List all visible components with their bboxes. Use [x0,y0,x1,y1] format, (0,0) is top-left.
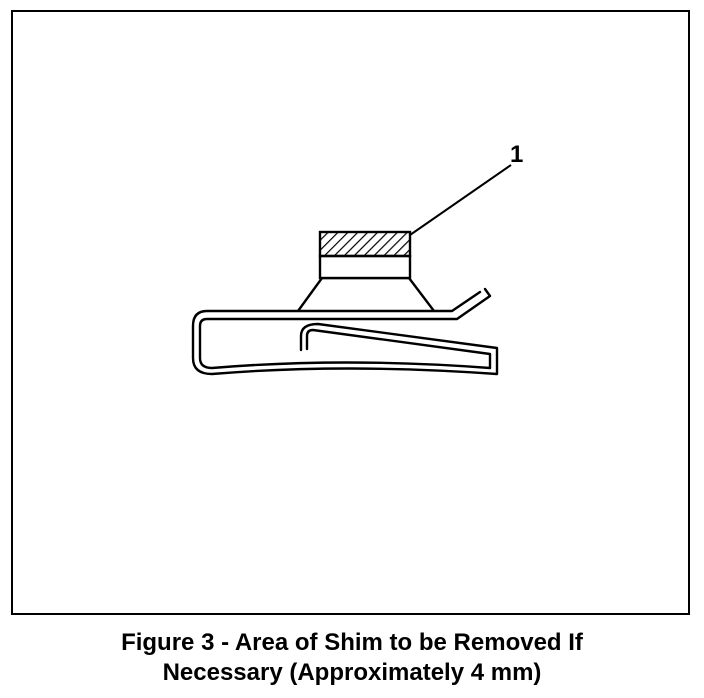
figure-caption: Figure 3 - Area of Shim to be Removed If… [0,628,704,688]
caption-line-1: Figure 3 - Area of Shim to be Removed If [121,629,583,656]
button-body [318,254,412,280]
button-cone [297,276,435,312]
figure-frame: 1 [11,10,690,615]
callout-leader-line [409,164,512,236]
shim-removal-area [318,230,412,258]
spring-clip [191,287,499,376]
caption-line-2: Necessary (Approximately 4 mm) [162,659,542,686]
shim-diagram: 1 [191,141,523,376]
callout-label: 1 [510,141,523,168]
